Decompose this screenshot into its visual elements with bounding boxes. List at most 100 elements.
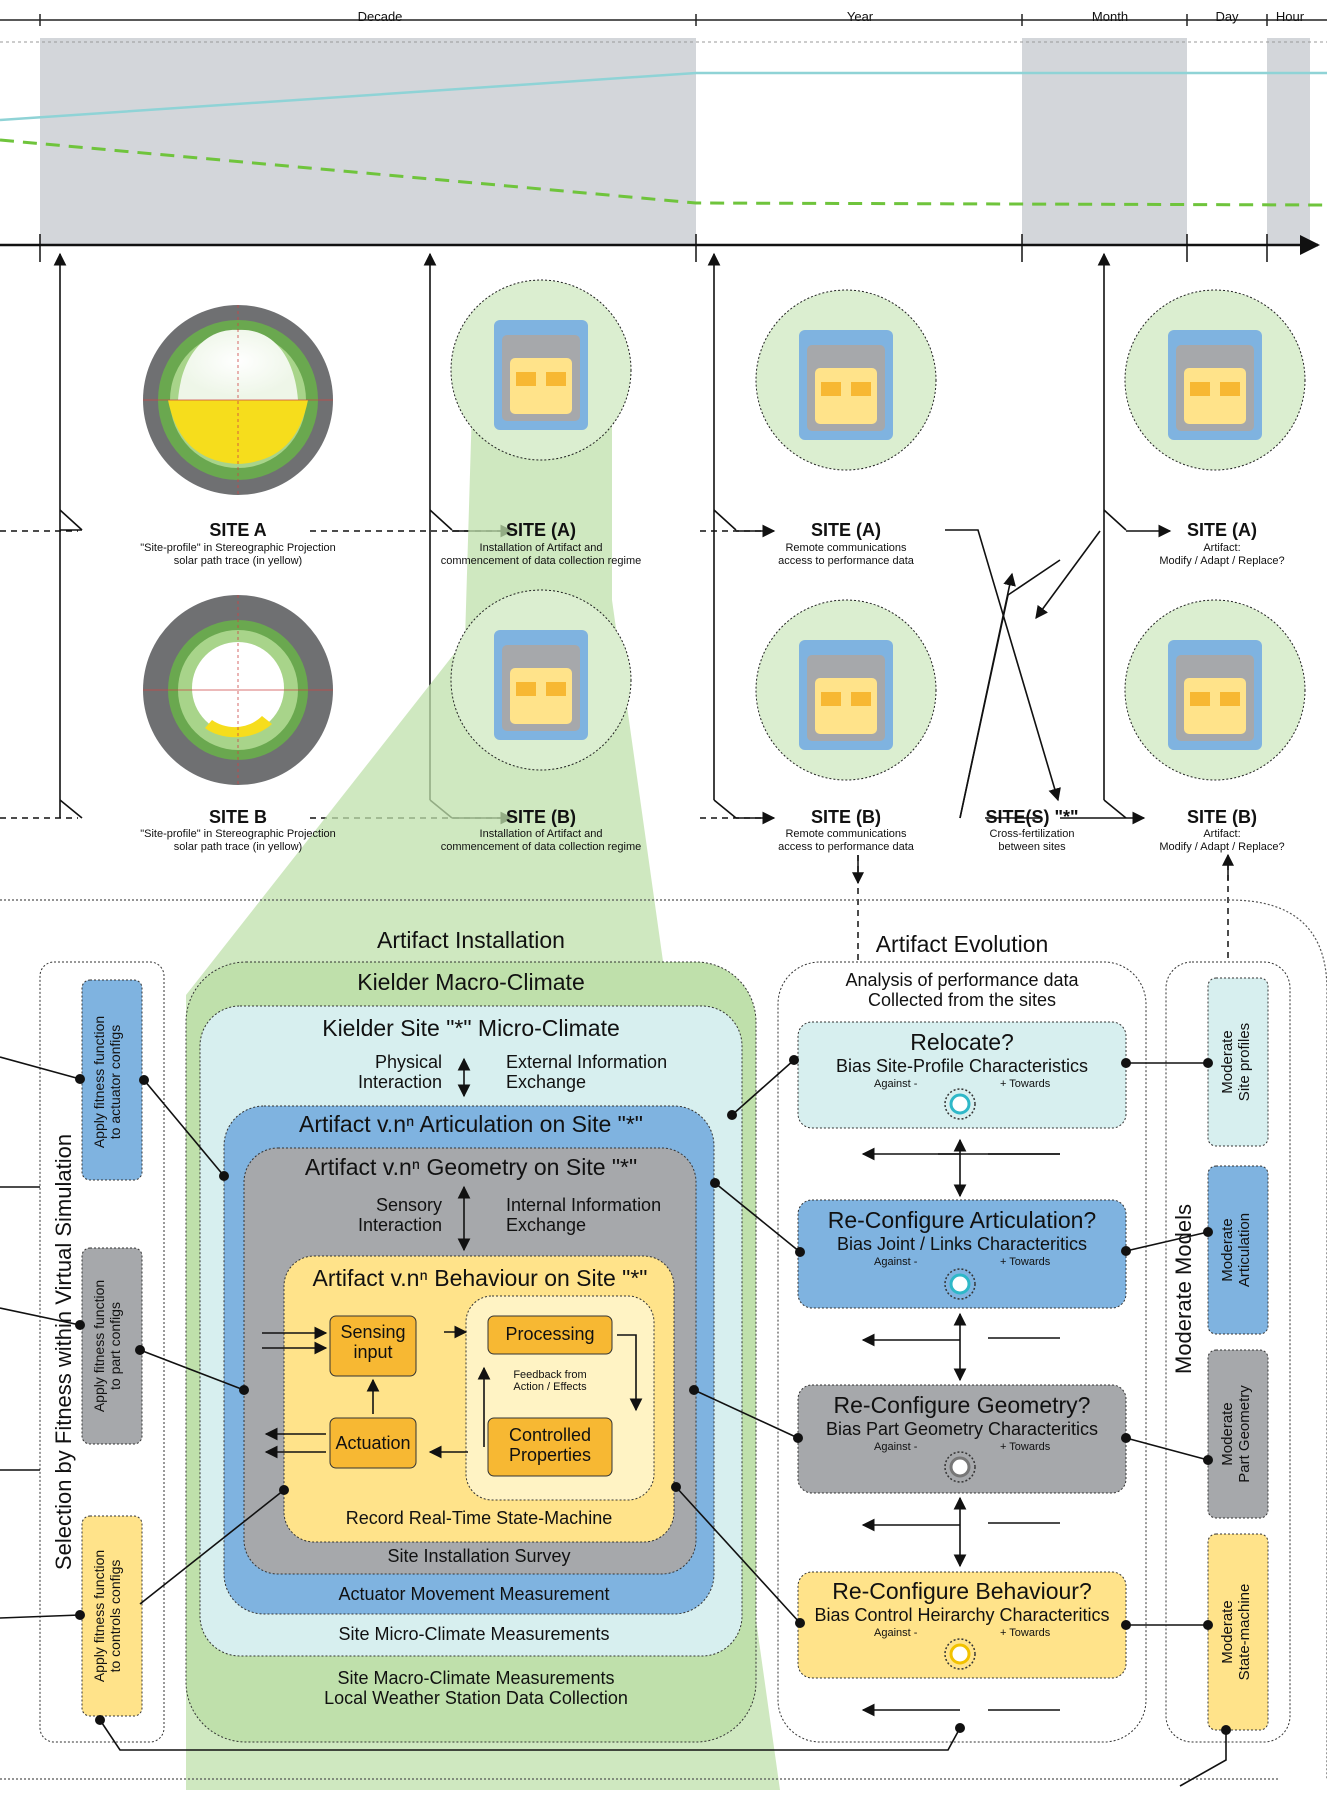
site-installation-survey: Site Installation Survey xyxy=(387,1546,571,1566)
timeline-links xyxy=(53,252,1127,819)
geometry-against: Against - xyxy=(874,1441,918,1453)
dot-connectors xyxy=(0,1056,1227,1787)
site-b-title: SITE B xyxy=(208,807,267,827)
lower-frame xyxy=(0,899,1327,1780)
behaviour-title: Artifact v.nⁿ Behaviour on Site "*" xyxy=(312,1265,648,1291)
installation-a-desc1: Installation of Artifact and xyxy=(479,542,603,554)
relocate-title[interactable]: Relocate? xyxy=(910,1029,1014,1055)
part-config-box-bg xyxy=(81,1247,143,1445)
scale-decade: Decade xyxy=(357,9,403,24)
modify-a-title: SITE (A) xyxy=(1187,520,1257,540)
sensory-line2: Interaction xyxy=(357,1215,442,1236)
model-state-box-bg xyxy=(1207,1533,1269,1731)
part-config-box[interactable]: Apply fitness function to part configs xyxy=(91,1246,132,1446)
analysis-line2: Collected from the sites xyxy=(867,990,1057,1011)
record-state-machine: Record Real-Time State-Machine xyxy=(345,1508,613,1528)
connector-dots xyxy=(75,1055,1231,1735)
behaviour-against: Against - xyxy=(874,1627,918,1639)
geometry-title: Artifact v.nⁿ Geometry on Site "*" xyxy=(304,1154,638,1180)
macro-measure-line1: Site Macro-Climate Measurements xyxy=(337,1668,615,1688)
processing-box[interactable]: Processing xyxy=(505,1324,595,1344)
installation-b-thumbnail xyxy=(450,589,632,771)
scale-day: Day xyxy=(1215,9,1239,24)
site-a-desc2: solar path trace (in yellow) xyxy=(173,555,303,567)
remote-a-title: SITE (A) xyxy=(811,520,881,540)
actuator-config-line2: to actuator configs xyxy=(106,1024,123,1140)
actuation-box-bg xyxy=(329,1417,417,1469)
internal-line2: Exchange xyxy=(506,1215,587,1236)
mini-diagram-circles xyxy=(450,279,1306,781)
relocate-desc: Bias Site-Profile Characteristics xyxy=(835,1056,1089,1076)
physical-line1: Physical xyxy=(374,1052,442,1072)
behaviour-arrows xyxy=(262,1057,643,1459)
site-a-profile-image xyxy=(143,305,333,495)
controls-config-box[interactable]: Apply fitness function to controls confi… xyxy=(91,1516,132,1716)
relocate-against: Against - xyxy=(874,1078,918,1090)
sensing-line2: input xyxy=(353,1342,393,1363)
actuator-config-box[interactable]: Apply fitness function to actuator confi… xyxy=(91,982,132,1182)
behaviour-evo-desc: Bias Control Heirarchy Characteritics xyxy=(814,1605,1110,1625)
modify-a-desc2: Modify / Adapt / Replace? xyxy=(1159,555,1285,567)
teal-trend-line xyxy=(0,71,1327,122)
scale-hour: Hour xyxy=(1275,9,1305,24)
articulation-towards: + Towards xyxy=(1000,1256,1051,1268)
model-part-line1: Moderate xyxy=(1219,1402,1236,1466)
articulation-against: Against - xyxy=(874,1256,918,1268)
external-line2: Exchange xyxy=(506,1072,587,1093)
geometry-evo-desc: Bias Part Geometry Characteritics xyxy=(825,1419,1099,1439)
site-a-title: SITE A xyxy=(209,520,267,540)
installation-a-desc2: commencement of data collection regime xyxy=(440,555,642,567)
feedback-line2: Action / Effects xyxy=(513,1381,587,1394)
installation-a-title: SITE (A) xyxy=(506,520,576,540)
modify-b-desc1: Artifact: xyxy=(1203,828,1241,840)
external-line1: External Information xyxy=(506,1052,668,1072)
controls-config-line2: to controls configs xyxy=(106,1559,123,1673)
part-config-line1: Apply fitness function xyxy=(91,1279,107,1413)
behaviour-evo-title[interactable]: Re-Configure Behaviour? xyxy=(832,1578,1092,1604)
model-articulation-line1: Moderate xyxy=(1219,1218,1236,1282)
macro-climate-title: Kielder Macro-Climate xyxy=(357,969,585,995)
model-part-box-bg xyxy=(1207,1349,1269,1519)
bias-dials xyxy=(944,1088,976,1670)
green-dashed-trend-line xyxy=(0,138,1327,207)
scale-month: Month xyxy=(1091,9,1129,24)
remote-b-title: SITE (B) xyxy=(811,807,881,827)
cross-fertilization-arrows xyxy=(945,529,1101,819)
modify-b-title: SITE (B) xyxy=(1187,807,1257,827)
remote-b-desc1: Remote communications xyxy=(785,828,907,840)
modify-b-thumbnail xyxy=(1124,599,1306,781)
band-decade xyxy=(40,38,696,244)
selection-title: Selection by Fitness within Virtual Simu… xyxy=(51,1133,76,1571)
evolution-arrows xyxy=(861,1138,1060,1717)
actuator-movement-measurement: Actuator Movement Measurement xyxy=(338,1584,610,1604)
actuator-config-line1: Apply fitness function xyxy=(91,1015,107,1149)
controlled-line2: Properties xyxy=(508,1445,592,1466)
modify-b-desc2: Modify / Adapt / Replace? xyxy=(1159,841,1285,853)
model-state-line1: Moderate xyxy=(1219,1600,1236,1664)
model-articulation-box-bg xyxy=(1207,1165,1269,1335)
installation-b-desc1: Installation of Artifact and xyxy=(479,828,603,840)
evolution-title: Artifact Evolution xyxy=(875,931,1049,957)
modify-a-thumbnail xyxy=(1124,289,1306,471)
model-articulation-line2: Articulation xyxy=(1235,1212,1253,1288)
geometry-evo-title[interactable]: Re-Configure Geometry? xyxy=(833,1392,1091,1418)
scale-year: Year xyxy=(846,9,874,24)
band-month xyxy=(1022,38,1187,244)
articulation-evo-desc: Bias Joint / Links Characteritics xyxy=(836,1234,1088,1254)
micro-climate-measurements: Site Micro-Climate Measurements xyxy=(338,1624,610,1644)
articulation-evo-title[interactable]: Re-Configure Articulation? xyxy=(827,1207,1097,1233)
behaviour-towards: + Towards xyxy=(1000,1627,1051,1639)
articulation-title: Artifact v.nⁿ Articulation on Site "*" xyxy=(299,1111,643,1137)
actuation-box[interactable]: Actuation xyxy=(335,1433,411,1453)
site-b-desc2: solar path trace (in yellow) xyxy=(173,841,303,853)
